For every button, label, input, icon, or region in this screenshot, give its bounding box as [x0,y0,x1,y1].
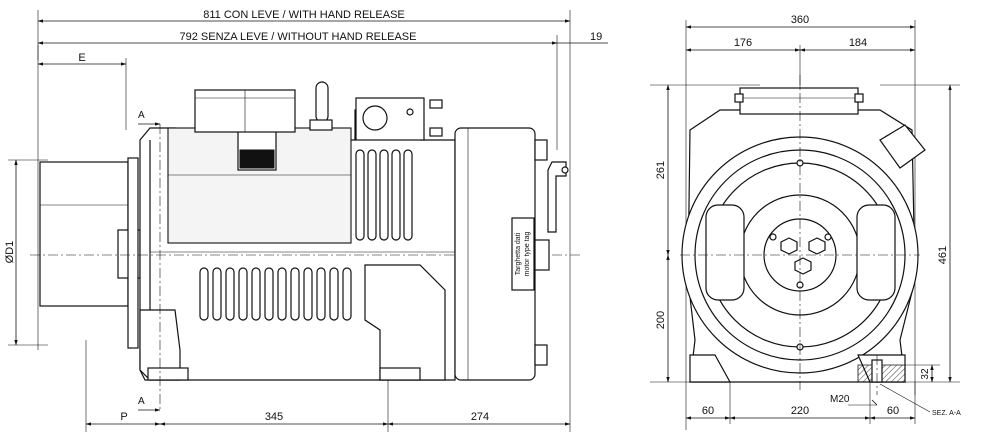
dim-lever: 19 [557,31,608,44]
svg-text:M20: M20 [830,394,850,405]
svg-text:E: E [78,52,85,64]
svg-text:360: 360 [791,14,809,26]
svg-text:811 CON LEVE / WITH HAND RELEA: 811 CON LEVE / WITH HAND RELEASE [203,9,405,21]
dim-e: E [37,52,127,66]
cooling-fins [199,267,352,321]
gearbox-housing [30,81,580,381]
hand-release-lever [547,161,569,233]
svg-text:A: A [138,110,145,121]
dim-176: 176 [685,37,801,52]
dim-overall-without-release: 792 SENZA LEVE / WITHOUT HAND RELEASE [37,31,558,45]
svg-text:274: 274 [471,411,489,423]
dim-width: 360 [685,14,916,29]
brake-unit: Targhetta dati motor type tag [454,127,550,381]
dim-261: 261 [655,84,670,256]
svg-text:792 SENZA LEVE / WITHOUT HAND: 792 SENZA LEVE / WITHOUT HAND RELEASE [180,31,417,43]
svg-text:184: 184 [849,37,867,49]
dim-345: 345 [159,411,389,426]
svg-text:32: 32 [920,368,931,380]
motor-front-body [680,75,926,395]
svg-text:A: A [138,396,145,407]
svg-text:19: 19 [590,31,602,43]
dim-overall-with-release: 811 CON LEVE / WITH HAND RELEASE [37,9,571,23]
svg-text:ØD1: ØD1 [4,241,16,264]
dim-60-right: 60 [869,405,916,420]
svg-text:261: 261 [655,161,667,179]
svg-text:Targhetta dati: Targhetta dati [515,232,522,275]
dim-d1: ØD1 [4,159,48,346]
svg-text:220: 220 [791,405,809,417]
svg-text:SEZ. A-A: SEZ. A-A [932,410,961,417]
dim-461: 461 [937,84,952,383]
dim-274: 274 [387,411,571,426]
svg-text:P: P [120,411,127,423]
dim-200: 200 [655,254,670,383]
svg-text:200: 200 [655,311,667,329]
front-view: 360 176 184 261 200 461 32 [650,14,961,430]
svg-text:60: 60 [887,405,899,417]
dim-184: 184 [799,37,916,52]
thread-m20: M20 [830,394,878,406]
svg-text:176: 176 [734,37,752,49]
svg-text:motor type tag: motor type tag [524,232,531,277]
svg-text:345: 345 [265,411,283,423]
svg-text:60: 60 [702,405,714,417]
dim-32: 32 [900,364,940,383]
svg-text:461: 461 [937,246,949,264]
section-mark-a: A A [138,110,161,412]
dim-220: 220 [729,405,871,420]
dim-p: P [85,411,161,426]
side-view: 811 CON LEVE / WITH HAND RELEASE 792 SEN… [4,9,608,432]
dim-60-left: 60 [685,405,731,420]
section-label: SEZ. A-A [879,383,961,417]
traction-sheave [39,157,141,349]
